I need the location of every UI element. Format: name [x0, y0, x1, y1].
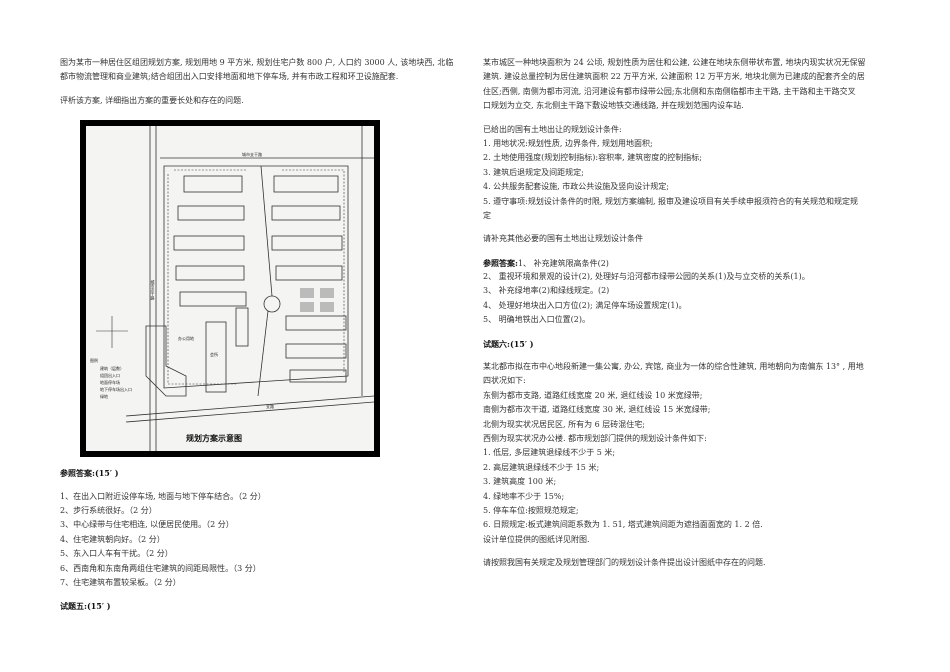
west-road-label: 城市次干路	[151, 279, 156, 301]
site-plan-drawing: 图例 建筑（层数） 组团出入口 地面停车场 地下停车场出入口 绿地 办公用地 会…	[86, 126, 374, 451]
q6-line: 2. 高层建筑退绿线不少于 15 米;	[483, 462, 600, 472]
legend-title: 图例	[90, 357, 98, 363]
q6-line: 四状况如下:	[483, 376, 526, 386]
answer-item: 7、住宅建筑布置较呆板。（2 分）	[60, 577, 181, 587]
answer-item: 3、中心绿带与住宅相连, 以便居民使用。（2 分）	[60, 520, 234, 530]
answer-item: 2、步行系统很好。（2 分）	[60, 505, 157, 515]
condition-line: 5. 遵守事项:规划设计条件的时限, 规划方案编制, 报审及建设项目有关手续申报…	[483, 196, 859, 206]
q6-line: 某北都市拟在市中心地段新建一集公寓, 办公, 宾馆, 商业为一体的综合性建筑, …	[483, 362, 864, 372]
answer-item: 6、西南角和东南角两组住宅建筑的间距局限性。（3 分）	[60, 563, 261, 573]
question-text: 评析该方案, 详细指出方案的重要长处和存在的问题.	[60, 95, 244, 105]
answer-title: 参照答案:(15′ )	[60, 468, 119, 479]
legend-item: 组团出入口	[100, 372, 120, 378]
legend-item: 地面停车场	[100, 379, 120, 385]
office-label: 办公用地	[178, 335, 194, 341]
q6-title: 试题六:(15′ )	[483, 338, 534, 349]
q6-line: 东侧为都市支路, 道路红线宽度 20 米, 退红线设 10 米宽绿带;	[483, 390, 703, 400]
answer-item: 4、住宅建筑朝向好。（2 分）	[60, 534, 165, 544]
south-road-label: 支路	[266, 403, 274, 409]
q6-question: 请按照我国有关规定及规划管理部门的规划设计条件提出设计图纸中存在的问题.	[483, 558, 766, 568]
site-plan-figure: 图例 建筑（层数） 组团出入口 地面停车场 地下停车场出入口 绿地 办公用地 会…	[80, 120, 380, 457]
answer-item: 4、 处理好地块出入口方位(2); 满足停车场设置规定(1)。	[483, 300, 687, 310]
legend-item: 绿地	[100, 393, 108, 399]
intro-line: 口规划为立交, 东北侧主干路下敷设地铁交通线路, 并在规划范围内设车站.	[483, 101, 744, 111]
intro-line: 都市物流管理和商业建筑;结合组团出入口安排地面和地下停车场, 并有市政工程和环卫…	[60, 72, 399, 82]
q6-line: 西侧为现实状况办公楼. 都市规划部门提供的规划设计条件如下:	[483, 433, 707, 443]
q6-line: 1. 低层, 多层建筑退绿线不少于 5 米;	[483, 448, 616, 458]
q6-line: 5. 停车车位:按照规范规定;	[483, 505, 579, 515]
intro-line: 住区;西侧, 南侧为都市河流, 沿河建设有都市绿带公园;东北侧和东南侧临都市主干…	[483, 86, 856, 96]
condition-line: 已给出的国有土地出让的规划设计条件:	[483, 124, 622, 134]
q6-line: 4. 绿地率不少于 15%;	[483, 491, 565, 501]
answer-item: 2、 重视环境和景观的设计(2), 处理好与沿河都市绿带公园的关系(1)及与立交…	[483, 272, 810, 282]
intro-line: 建筑. 建设总量控制为居住建筑面积 22 万平方米, 公建面积 12 万平方米,…	[483, 72, 865, 82]
condition-line: 2. 土地使用强度(规划控制指标):容积率, 建筑密度的控制指标;	[483, 153, 702, 163]
answer-item: 1、 补充建筑限高条件(2)	[517, 258, 609, 268]
next-question-title: 试题五:(15′ )	[60, 601, 111, 612]
legend-item: 地下停车场出入口	[100, 386, 132, 392]
condition-line: 4. 公共服务配套设施, 市政公共设施及竖向设计规定;	[483, 182, 669, 192]
intro-line: 某市城区一种地块面积为 24 公顷, 规划性质为居住和公建, 公建在地块东侧带状…	[483, 58, 866, 67]
answer-item: 3、 补充绿地率(2)和绿线规定。(2)	[483, 286, 610, 296]
right-column: 某市城区一种地块面积为 24 公顷, 规划性质为居住和公建, 公建在地块东侧带状…	[483, 56, 903, 571]
answer-item: 5、 明确地铁出入口位置(2)。	[483, 315, 590, 325]
north-road-label: 城市支干路	[242, 151, 262, 157]
q6-line: 南侧为都市次干道, 道路红线宽度 30 米, 退红线设 15 米宽绿带;	[483, 405, 711, 415]
q6-line: 3. 建筑高度 100 米;	[483, 477, 557, 487]
answer-item: 5、东入口人车有干扰。（2 分）	[60, 549, 173, 559]
left-column: 图为某市一种居住区组团规划方案, 规划用地 9 平方米, 规划住宅户数 800 …	[60, 56, 460, 614]
figure-caption: 规划方案示意图	[186, 433, 242, 443]
legend-item: 建筑（层数）	[100, 365, 124, 371]
condition-line: 1. 用地状况:规划性质, 边界条件, 规划用地面积;	[483, 138, 653, 148]
answer-item: 1、在出入口附近设停车场, 地面与地下停车结合。（2 分）	[60, 491, 266, 501]
condition-line: 定	[483, 210, 491, 220]
center-label: 会所	[210, 351, 218, 357]
question-text: 请补充其他必要的国有土地出让规划设计条件	[483, 234, 643, 244]
q6-line: 设计单位提供的图纸详见附图.	[483, 534, 590, 544]
q6-line: 北侧为现实状况居民区, 所有为 6 层砖混住宅;	[483, 419, 645, 429]
answer-label: 参照答案:	[483, 257, 518, 268]
q6-line: 6. 日照规定:板式建筑间距系数为 1. 51, 塔式建筑间距为遮挡面面宽的 1…	[483, 520, 763, 530]
condition-line: 3. 建筑后退规定及间距规定;	[483, 167, 584, 177]
intro-line: 图为某市一种居住区组团规划方案, 规划用地 9 平方米, 规划住宅户数 800 …	[60, 58, 454, 67]
